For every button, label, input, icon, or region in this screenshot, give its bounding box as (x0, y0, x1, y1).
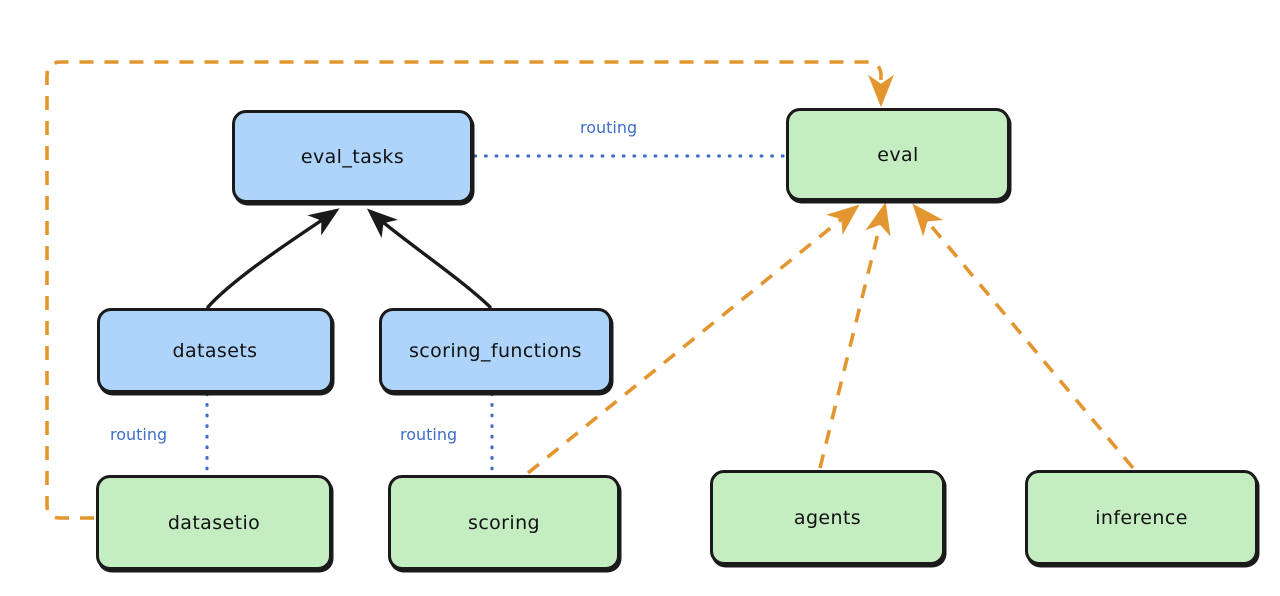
node-label-datasetio: datasetio (167, 511, 261, 534)
edge-label-routing-left: routing (110, 425, 168, 444)
edge-label-routing-middle: routing (400, 425, 458, 444)
node-label-eval-tasks: eval_tasks (300, 145, 405, 168)
edge-datasets-eval_tasks (206, 208, 340, 309)
node-datasets[interactable]: datasets (97, 308, 333, 393)
node-scoring-functions[interactable]: scoring_functions (379, 308, 612, 393)
node-label-scoring: scoring (468, 511, 540, 534)
node-agents[interactable]: agents (710, 470, 945, 565)
node-label-scoring-functions: scoring_functions (409, 339, 582, 362)
node-label-eval: eval (877, 143, 919, 166)
node-eval[interactable]: eval (786, 108, 1010, 201)
node-label-agents: agents (793, 506, 862, 529)
node-label-inference: inference (1095, 506, 1188, 529)
node-eval-tasks[interactable]: eval_tasks (232, 110, 473, 203)
edge-inference-eval (912, 203, 1135, 470)
node-datasetio[interactable]: datasetio (96, 475, 332, 570)
edge-scoring-eval (526, 204, 860, 475)
edge-scoringfn-eval_tasks (366, 208, 492, 309)
edge-label-routing-top: routing (580, 118, 638, 137)
node-scoring[interactable]: scoring (388, 475, 620, 570)
node-label-datasets: datasets (172, 339, 258, 362)
node-inference[interactable]: inference (1025, 470, 1258, 565)
edge-agents-eval (818, 202, 891, 469)
